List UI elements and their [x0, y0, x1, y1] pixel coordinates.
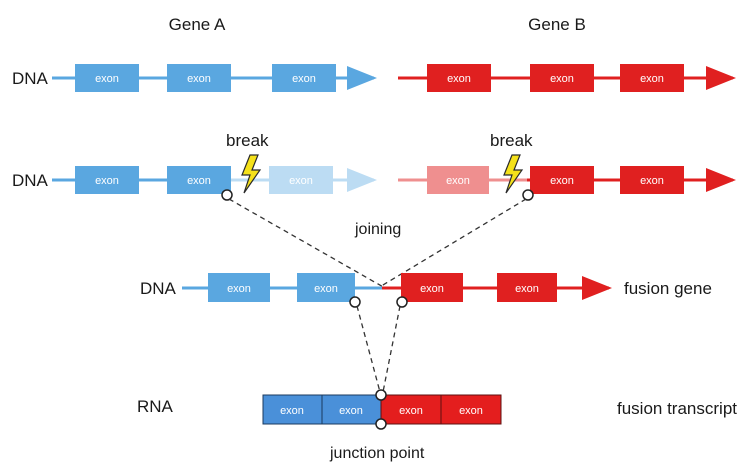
splice-marker-left [349, 296, 361, 308]
gene-b-title: Gene B [528, 15, 586, 34]
exon-label: exon [314, 283, 338, 295]
gene-b-exon-3 [620, 64, 684, 92]
fusion-transcript-bar: exon exon exon exon [262, 394, 502, 425]
exon-label: exon [640, 73, 664, 85]
exon-label: exon [459, 405, 483, 417]
gene-a-exon-3 [272, 64, 336, 92]
exon-label: exon [95, 73, 119, 85]
break-label-left: break [226, 131, 269, 150]
gene-a-row-2: exon exon exon [52, 166, 377, 194]
lightning-bolt-icon-right [503, 154, 524, 194]
gene-b-exon-1 [427, 64, 491, 92]
gene-a-exon-2 [167, 166, 231, 194]
row-label-dna-1: DNA [12, 69, 49, 88]
exon-label: exon [187, 175, 211, 187]
break-label-right: break [490, 131, 533, 150]
break-point-marker-right [522, 189, 534, 201]
gene-a-row-1: exon exon exon [52, 64, 377, 92]
junction-marker-bottom [375, 418, 387, 430]
junction-point-label: junction point [329, 445, 425, 462]
exon-label: exon [280, 405, 304, 417]
fusion-gene-label: fusion gene [624, 279, 712, 298]
exon-label: exon [95, 175, 119, 187]
exon-label: exon [227, 283, 251, 295]
joining-dashed-line-left [228, 198, 386, 289]
gene-b-row-1: exon exon exon [398, 64, 736, 92]
exon-label: exon [399, 405, 423, 417]
gene-b-row-2: exon exon exon [398, 166, 736, 194]
exon-label: exon [515, 283, 539, 295]
gene-a-exon-3-faded [269, 166, 333, 194]
break-point-marker-left [221, 189, 233, 201]
lightning-bolt-icon-left [241, 154, 262, 194]
row-label-dna-2: DNA [12, 171, 49, 190]
rna-exon-b-2 [440, 394, 502, 425]
exon-label: exon [187, 73, 211, 85]
gene-b-exon-2 [530, 166, 594, 194]
gene-a-exon-1 [75, 64, 139, 92]
gene-a-exon-2 [167, 64, 231, 92]
row-label-dna-3: DNA [140, 279, 177, 298]
exon-label: exon [292, 73, 316, 85]
fusion-exon-b-2 [497, 273, 557, 302]
joining-dashed-line-right [377, 198, 527, 289]
splice-dashed-line-left [356, 305, 381, 393]
splice-marker-right [396, 296, 408, 308]
junction-marker-top [375, 389, 387, 401]
exon-label: exon [420, 283, 444, 295]
gene-b-exon-2 [530, 64, 594, 92]
splice-dashed-line-right [382, 305, 401, 393]
gene-b-exon-3 [620, 166, 684, 194]
rna-exon-b-1 [380, 394, 442, 425]
row-label-rna: RNA [137, 397, 174, 416]
exon-label: exon [550, 175, 574, 187]
fusion-exon-a-2 [297, 273, 355, 302]
rna-exon-a-2 [321, 394, 382, 425]
exon-label: exon [446, 175, 470, 187]
gene-b-exon-1-faded [427, 166, 489, 194]
fusion-exon-a-1 [208, 273, 270, 302]
joining-label: joining [354, 221, 401, 238]
exon-label: exon [339, 405, 363, 417]
fusion-gene-row: exon exon exon exon [182, 273, 612, 302]
exon-label: exon [550, 73, 574, 85]
exon-label: exon [289, 175, 313, 187]
exon-label: exon [640, 175, 664, 187]
fusion-transcript-label: fusion transcript [617, 399, 737, 418]
exon-label: exon [447, 73, 471, 85]
gene-a-exon-1 [75, 166, 139, 194]
fusion-exon-b-1 [401, 273, 463, 302]
gene-a-title: Gene A [169, 15, 226, 34]
